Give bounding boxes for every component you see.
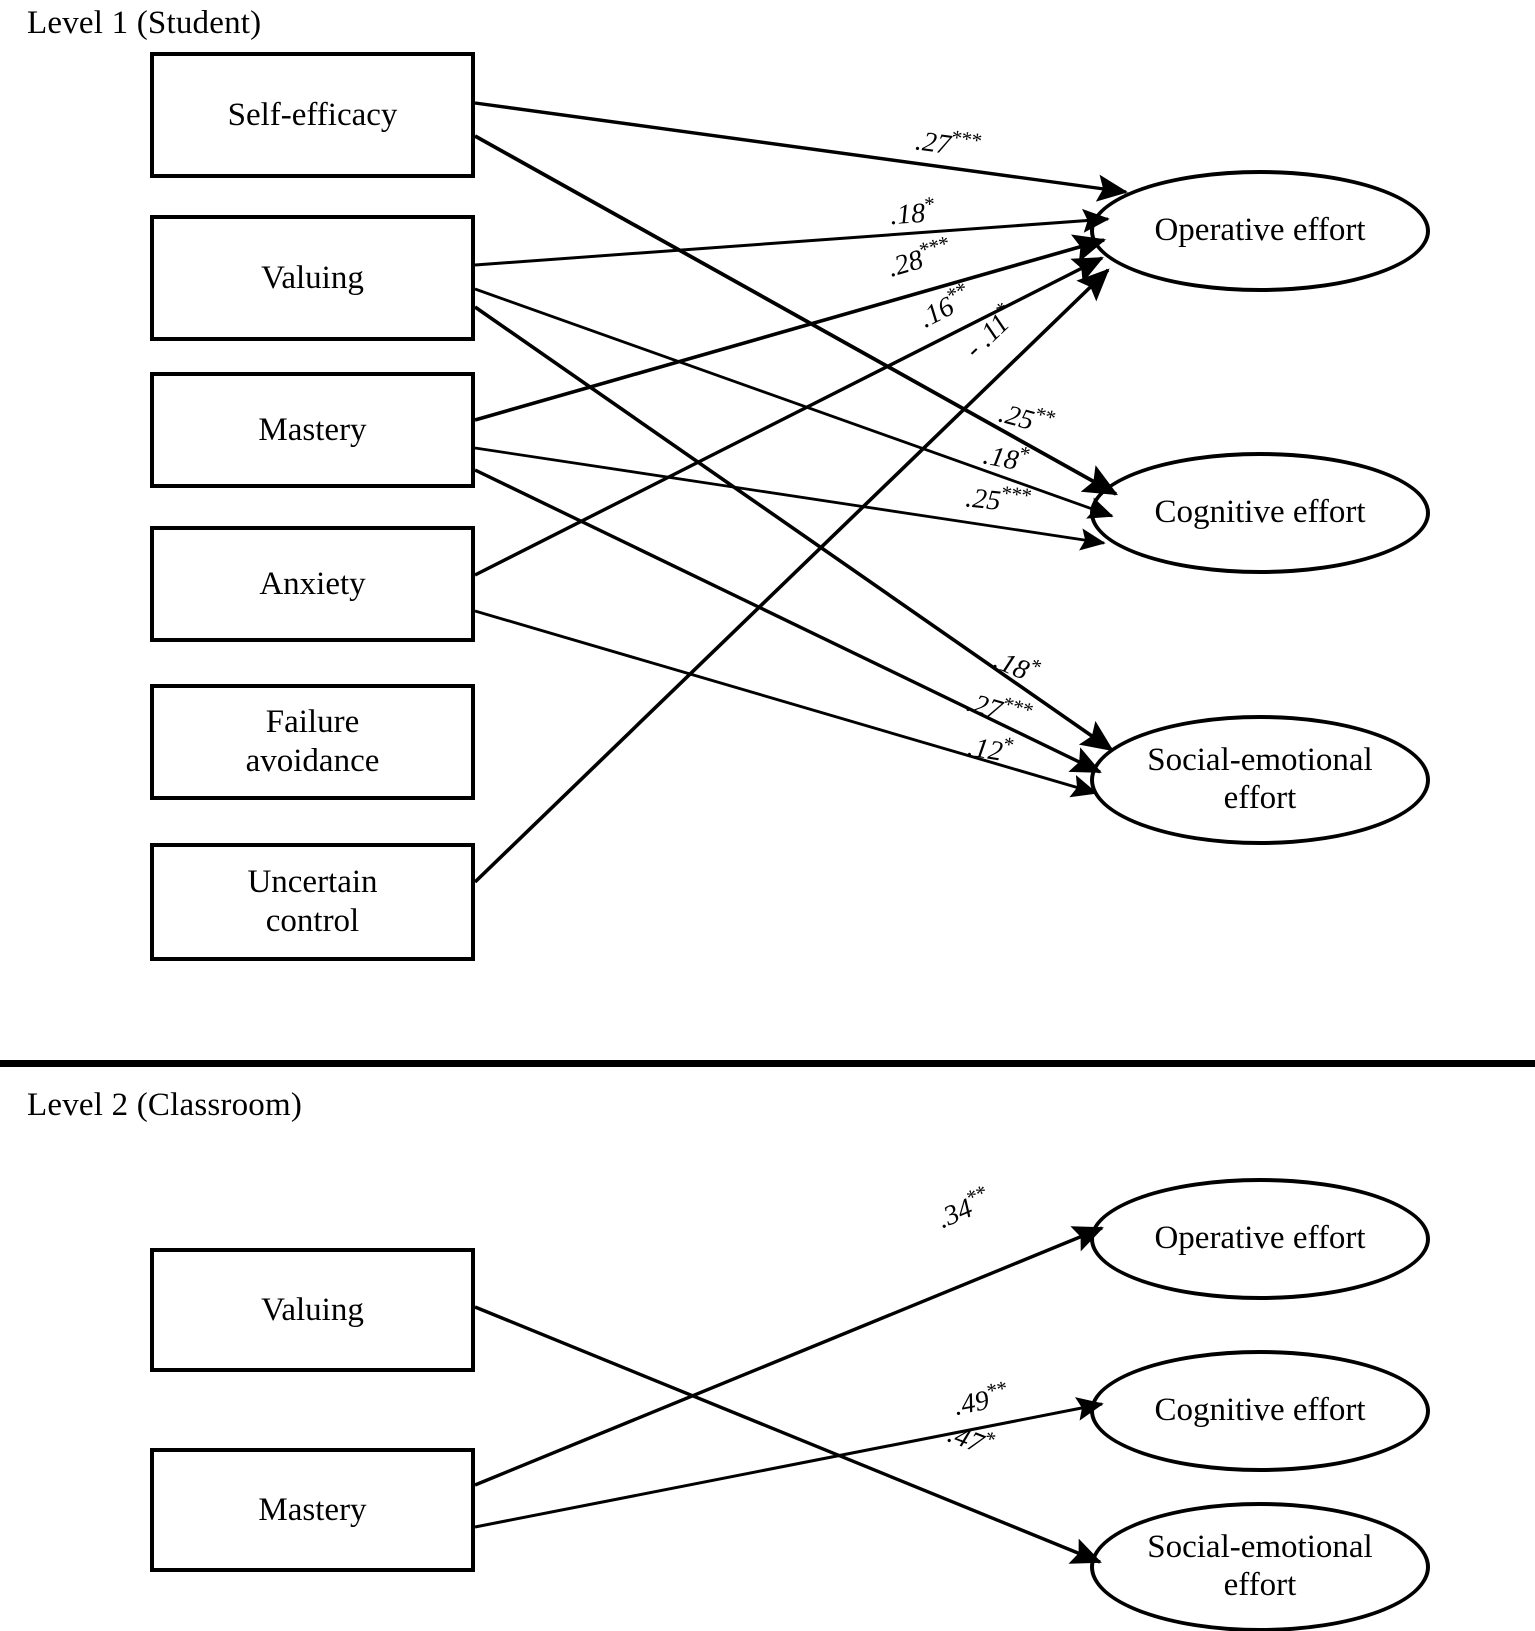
coef-stars: *	[923, 191, 936, 217]
path-valuing-operative	[474, 208, 1110, 267]
node-valuing-l2[interactable]: Valuing	[150, 1248, 475, 1372]
coef-value: .47	[943, 1418, 988, 1460]
node-operative-effort-label: Operative effort	[1154, 212, 1366, 249]
level-divider	[0, 1060, 1535, 1067]
coef-valuing-operative: .18*	[889, 192, 937, 233]
node-operative-effort-l2[interactable]: Operative effort	[1090, 1178, 1430, 1300]
node-social-emotional-effort[interactable]: Social-emotional effort	[1090, 715, 1430, 845]
node-self-efficacy-label: Self-efficacy	[227, 96, 398, 133]
node-cognitive-effort[interactable]: Cognitive effort	[1090, 452, 1430, 574]
coef-value: .18	[989, 644, 1034, 687]
node-operative-effort-l2-label: Operative effort	[1154, 1220, 1366, 1257]
coef-valuing-l2-social-emotional-l2: .47*	[943, 1413, 999, 1464]
node-failure-avoidance[interactable]: Failure avoidance	[150, 684, 475, 800]
node-operative-effort[interactable]: Operative effort	[1090, 170, 1430, 292]
node-self-efficacy[interactable]: Self-efficacy	[150, 52, 475, 178]
level-1-title: Level 1 (Student)	[27, 5, 262, 41]
coef-mastery-l2-operative-l2: .34**	[931, 1180, 996, 1236]
node-uncertain-control-label-line1: Uncertain	[247, 864, 378, 901]
coef-mastery-cognitive: .25***	[964, 477, 1033, 521]
node-failure-avoidance-label-line2: avoidance	[245, 743, 380, 779]
node-valuing-label: Valuing	[261, 259, 364, 296]
node-anxiety-label: Anxiety	[259, 565, 366, 602]
node-social-emotional-effort-l2-label-line1: Social-emotional	[1147, 1529, 1373, 1566]
node-uncertain-control[interactable]: Uncertain control	[150, 843, 475, 961]
coef-mastery-operative: .28***	[883, 231, 956, 285]
coef-stars: ***	[1000, 480, 1033, 508]
coef-value: .18	[980, 439, 1021, 477]
coef-value: .25	[995, 397, 1038, 437]
node-social-emotional-effort-l2[interactable]: Social-emotional effort	[1090, 1502, 1430, 1631]
node-valuing[interactable]: Valuing	[150, 215, 475, 341]
coef-value: .25	[964, 482, 1003, 517]
node-cognitive-effort-l2[interactable]: Cognitive effort	[1090, 1350, 1430, 1472]
node-anxiety[interactable]: Anxiety	[150, 526, 475, 642]
coef-stars: **	[1032, 401, 1058, 431]
node-mastery[interactable]: Mastery	[150, 372, 475, 488]
node-uncertain-control-label-line2: control	[265, 903, 360, 939]
node-mastery-label: Mastery	[258, 411, 367, 448]
node-cognitive-effort-label: Cognitive effort	[1154, 494, 1366, 531]
node-valuing-l2-label: Valuing	[261, 1291, 364, 1328]
node-mastery-l2[interactable]: Mastery	[150, 1448, 475, 1572]
coef-stars: ***	[949, 124, 983, 153]
coef-stars: *	[1001, 731, 1016, 757]
coef-valuing-cognitive: .18*	[980, 434, 1032, 479]
node-failure-avoidance-label-line1: Failure	[265, 704, 360, 741]
node-social-emotional-effort-l2-label-line2: effort	[1223, 1567, 1297, 1603]
coef-stars: **	[984, 1375, 1010, 1404]
path-mastery-l2-cognitive-l2	[474, 1397, 1104, 1529]
node-social-emotional-effort-label-line2: effort	[1223, 780, 1297, 816]
coef-stars: ***	[916, 230, 952, 263]
coef-stars: ***	[1000, 691, 1036, 723]
coef-value: .18	[889, 197, 927, 232]
coef-valuing-social-emotional: .18*	[989, 639, 1045, 691]
path-self-efficacy-operative	[474, 101, 1129, 202]
node-mastery-l2-label: Mastery	[258, 1491, 367, 1528]
coef-value: .27	[913, 125, 953, 161]
path-mastery-l2-operative-l2	[474, 1226, 1104, 1487]
coef-value: .27	[963, 686, 1006, 727]
coef-value: .12	[965, 731, 1005, 768]
path-valuing-l2-social-emotional-l2	[474, 1305, 1102, 1564]
coef-self-efficacy-operative: .27***	[913, 120, 983, 166]
coef-anxiety-social-emotional: .12*	[965, 726, 1015, 770]
level-2-title: Level 2 (Classroom)	[27, 1087, 303, 1123]
path-uncertain-control-operative	[473, 268, 1110, 884]
node-social-emotional-effort-label-line1: Social-emotional	[1147, 742, 1373, 779]
coef-self-efficacy-cognitive: .25**	[995, 393, 1058, 443]
node-cognitive-effort-l2-label: Cognitive effort	[1154, 1392, 1366, 1429]
